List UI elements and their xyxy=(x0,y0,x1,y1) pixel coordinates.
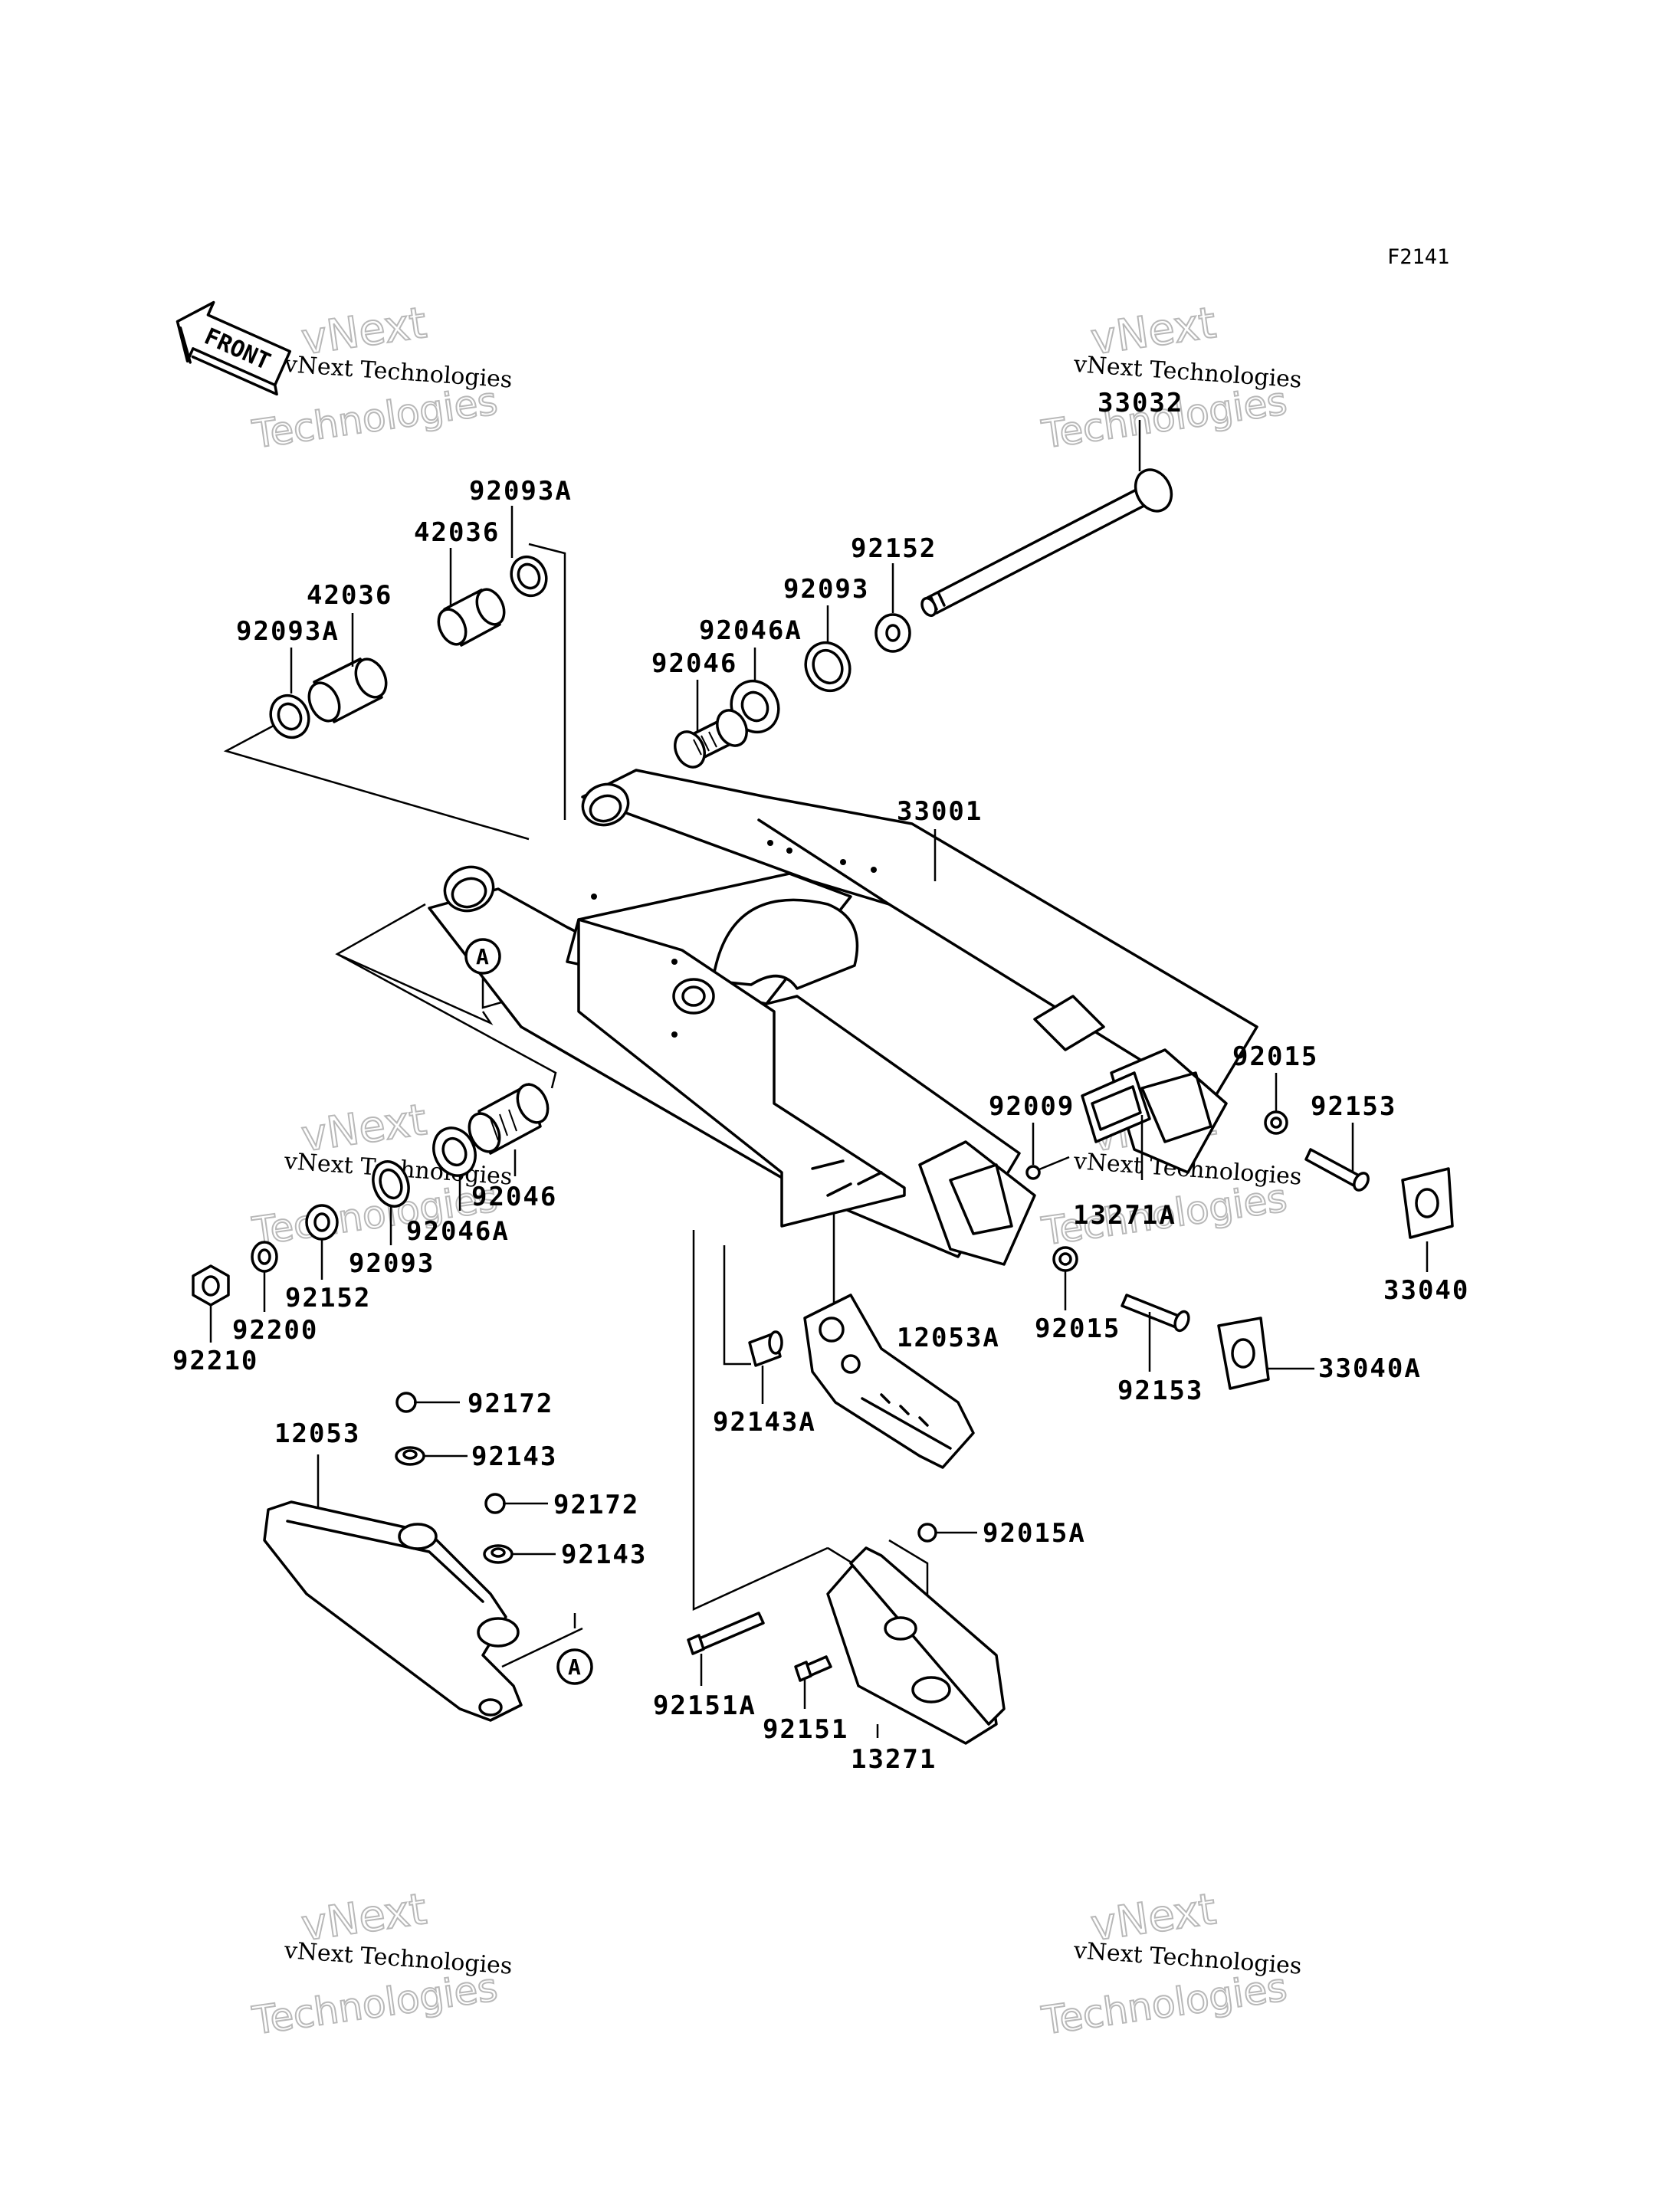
part-92009-screw xyxy=(1025,1156,1070,1180)
part-92015-nut-mid xyxy=(1052,1246,1078,1272)
label-92009: 92009 xyxy=(989,1091,1075,1122)
label-92151a: 92151A xyxy=(653,1690,756,1721)
reference-marker-a-top: A xyxy=(464,938,501,975)
part-33040-adjuster-block xyxy=(1401,1167,1454,1239)
label-13271a: 13271A xyxy=(1073,1200,1176,1231)
part-33032-pivot-shaft xyxy=(920,468,1173,618)
label-92093a-top: 92093A xyxy=(469,476,573,507)
part-13271a-guide xyxy=(1081,1071,1151,1180)
part-92093a-seal-top xyxy=(510,555,548,598)
part-92093-seal-top xyxy=(804,641,851,693)
label-92200: 92200 xyxy=(232,1315,318,1346)
label-12053a: 12053A xyxy=(897,1323,1000,1353)
part-labels: 33032 92093A 42036 92152 42036 92093 920… xyxy=(172,388,1469,1775)
label-92046-top: 92046 xyxy=(651,648,737,679)
part-92153-bolt-right xyxy=(1304,1148,1370,1192)
part-92210-nut xyxy=(192,1264,230,1307)
label-92046a-bottom: 92046A xyxy=(406,1216,510,1247)
part-42036-collar-mid xyxy=(307,657,388,723)
label-42036-top: 42036 xyxy=(414,517,500,548)
label-42036-mid: 42036 xyxy=(307,580,392,611)
reference-marker-a-bottom: A xyxy=(556,1648,593,1685)
label-92152-bottom: 92152 xyxy=(285,1283,371,1313)
label-92153-mid: 92153 xyxy=(1117,1376,1203,1406)
label-92046-bottom: 92046 xyxy=(471,1182,557,1212)
label-92151: 92151 xyxy=(763,1714,848,1745)
part-92093a-seal-left xyxy=(269,694,310,739)
part-92046-bearing-bottom xyxy=(468,1083,550,1155)
diagram-code: F2141 xyxy=(1387,245,1449,269)
label-92015-right: 92015 xyxy=(1232,1041,1318,1072)
label-92093-bottom: 92093 xyxy=(349,1248,435,1279)
label-13271: 13271 xyxy=(851,1744,937,1775)
part-92143-collar-bottom xyxy=(483,1544,556,1564)
label-33001: 33001 xyxy=(897,796,983,827)
part-92046a-collar-bottom xyxy=(432,1126,477,1177)
label-leaders xyxy=(209,420,1429,1738)
part-12053a-chain-slider xyxy=(803,1294,975,1469)
part-92015-nut-right xyxy=(1264,1110,1288,1135)
part-92200-washer xyxy=(251,1241,278,1273)
svg-text:Technologies: Technologies xyxy=(1039,1965,1289,2043)
label-92143-top: 92143 xyxy=(471,1441,557,1472)
label-12053: 12053 xyxy=(274,1418,360,1449)
part-92153-bolt-mid xyxy=(1121,1294,1190,1333)
label-92143-bottom: 92143 xyxy=(561,1540,647,1570)
label-33032: 33032 xyxy=(1098,388,1183,418)
label-92046a-top: 92046A xyxy=(699,615,802,646)
part-33001-swingarm xyxy=(428,769,1258,1266)
label-92093a-left: 92093A xyxy=(236,616,340,647)
part-92046-bearing-top xyxy=(674,709,748,769)
part-92151a-bolt xyxy=(687,1612,765,1655)
part-92151-bolt xyxy=(794,1655,832,1682)
label-92015a: 92015A xyxy=(983,1518,1086,1549)
svg-text:A: A xyxy=(476,944,489,969)
label-92172-top: 92172 xyxy=(468,1389,553,1419)
label-92093-top: 92093 xyxy=(783,574,869,605)
part-92143a-collar xyxy=(748,1330,783,1367)
label-92152-top: 92152 xyxy=(851,533,937,564)
label-33040a: 33040A xyxy=(1318,1353,1422,1384)
label-92172-bottom: 92172 xyxy=(553,1490,639,1520)
label-92015-mid: 92015 xyxy=(1035,1313,1121,1344)
watermark-text-bottom-right: vNext Technologies xyxy=(1072,1937,1303,1980)
svg-text:Technologies: Technologies xyxy=(249,379,500,457)
part-92015a-nut xyxy=(917,1523,977,1543)
part-92152-washer-bottom xyxy=(305,1204,339,1241)
watermark-text-top-left: vNext Technologies xyxy=(283,351,514,394)
part-92172-screw-bottom xyxy=(484,1493,548,1514)
part-92143-collar-top xyxy=(395,1446,468,1466)
label-92153-right: 92153 xyxy=(1311,1091,1396,1122)
watermark-text-bottom-left: vNext Technologies xyxy=(283,1937,514,1980)
label-33040: 33040 xyxy=(1383,1275,1469,1306)
front-arrow-icon: FRONT xyxy=(176,300,292,396)
part-33040a-adjuster-block xyxy=(1217,1317,1270,1390)
part-13271-chain-guide xyxy=(826,1546,1006,1745)
part-92172-screw-top xyxy=(395,1392,460,1413)
part-42036-collar-top xyxy=(437,588,506,647)
svg-text:Technologies: Technologies xyxy=(249,1965,500,2043)
label-92143a: 92143A xyxy=(713,1407,816,1438)
svg-text:A: A xyxy=(568,1654,581,1680)
part-92093-seal-bottom xyxy=(372,1160,410,1208)
part-92152-washer-top xyxy=(874,613,911,653)
label-92210: 92210 xyxy=(172,1346,258,1376)
part-12053-chain-guard xyxy=(263,1500,523,1722)
